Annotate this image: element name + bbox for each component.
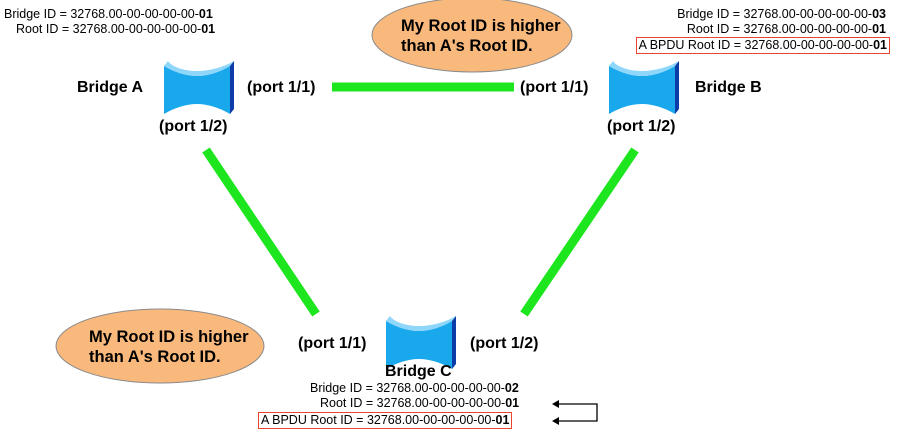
bridge-c-bridge-id-suffix: 02 — [504, 381, 519, 395]
bubble-b-line2: than A's Root ID. — [401, 37, 533, 55]
bridge-b-name: Bridge B — [695, 79, 762, 96]
bridge-a-bridge-id-prefix: Bridge ID = 32768.00-00-00-00-00- — [4, 7, 199, 21]
bridge-c-root-id-prefix: Root ID = 32768.00-00-00-00-00- — [320, 396, 506, 410]
bridge-b-port-1-1: (port 1/1) — [520, 79, 589, 96]
bridge-a-icon — [164, 61, 234, 114]
link-a-c — [202, 147, 320, 317]
compare-arrow-icon — [556, 403, 598, 422]
bridge-c-bridge-id-prefix: Bridge ID = 32768.00-00-00-00-00- — [310, 381, 505, 395]
arrow-head-root-icon — [552, 400, 559, 408]
bubble-c-line1: My Root ID is higher — [89, 328, 249, 346]
bridge-a-root-id: Root ID = 32768.00-00-00-00-00-01 — [16, 23, 215, 36]
bridge-b-bpdu-prefix: A BPDU Root ID = 32768.00-00-00-00-00- — [638, 38, 874, 52]
bridge-b-bridge-id-prefix: Bridge ID = 32768.00-00-00-00-00- — [677, 7, 873, 21]
bridge-c-root-id-suffix: 01 — [505, 396, 520, 410]
bridge-c-bpdu-prefix: A BPDU Root ID = 32768.00-00-00-00-00- — [261, 413, 496, 427]
bubble-c-text: My Root ID is higher than A's Root ID. — [89, 327, 249, 367]
bridge-b-icon — [609, 61, 679, 114]
bridge-c-name: Bridge C — [385, 363, 452, 380]
bubble-b-shape — [371, 0, 573, 73]
bridge-b-bridge-id-suffix: 03 — [872, 7, 886, 21]
bridge-c-bpdu-suffix: 01 — [495, 413, 510, 427]
bridge-a-bridge-id-suffix: 01 — [198, 7, 213, 21]
bubble-b-text: My Root ID is higher than A's Root ID. — [401, 16, 561, 56]
bridge-c-port-1-1: (port 1/1) — [298, 335, 367, 352]
bridge-a-port-1-1: (port 1/1) — [247, 79, 316, 96]
link-b-c — [520, 147, 639, 317]
bridge-a-name: Bridge A — [77, 79, 144, 96]
bridge-b-root-id-suffix: 01 — [872, 22, 886, 36]
arrow-head-bpdu-icon — [552, 417, 559, 425]
bridge-b-root-id-prefix: Root ID = 32768.00-00-00-00-00- — [686, 22, 873, 36]
bubble-c-shape — [55, 308, 265, 384]
bubble-b-line1: My Root ID is higher — [401, 17, 561, 35]
bridge-a-root-id-prefix: Root ID = 32768.00-00-00-00-00- — [16, 22, 202, 36]
bubble-c-line2: than A's Root ID. — [89, 348, 221, 366]
bridge-a-port-1-2: (port 1/2) — [159, 118, 228, 135]
bridge-b-port-1-2: (port 1/2) — [607, 118, 676, 135]
bridge-c-port-1-2: (port 1/2) — [470, 335, 539, 352]
bridge-c-root-id: Root ID = 32768.00-00-00-00-00-01 — [320, 397, 519, 410]
bridge-c-bridge-id: Bridge ID = 32768.00-00-00-00-00-02 — [310, 382, 519, 395]
bridge-b-root-id: Root ID = 32768.00-00-00-00-00-01 — [687, 23, 886, 36]
bridge-c-bpdu-root-id: A BPDU Root ID = 32768.00-00-00-00-00-01 — [258, 412, 513, 429]
bridge-a-root-id-suffix: 01 — [201, 22, 216, 36]
bridge-b-bpdu-suffix: 01 — [873, 38, 887, 52]
bridge-b-bridge-id: Bridge ID = 32768.00-00-00-00-00-03 — [677, 8, 886, 21]
bridge-b-bpdu-root-id: A BPDU Root ID = 32768.00-00-00-00-00-01 — [635, 37, 890, 54]
bridge-a-bridge-id: Bridge ID = 32768.00-00-00-00-00-01 — [4, 8, 213, 21]
bridge-c-icon — [386, 316, 456, 369]
